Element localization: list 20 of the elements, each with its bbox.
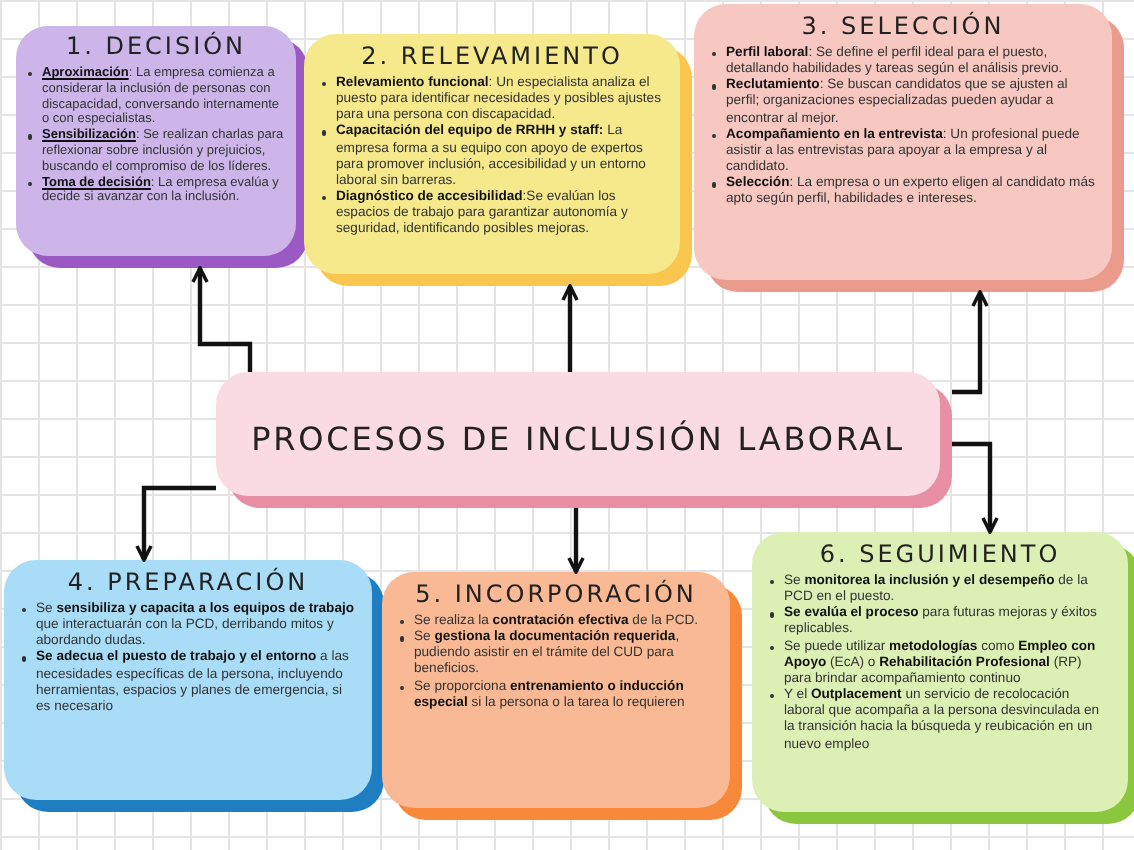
heading: 5. INCORPORACIÓN — [413, 580, 699, 608]
arrow — [952, 441, 999, 534]
step-card — [4, 560, 372, 800]
arrow — [561, 284, 579, 372]
arrow — [567, 508, 585, 574]
arrow — [191, 266, 253, 372]
step-card — [382, 572, 730, 808]
step-card — [694, 4, 1112, 280]
heading: 3. SELECCIÓN — [799, 12, 1007, 40]
step-card — [304, 34, 680, 274]
heading: 6. SEGUIMIENTO — [817, 540, 1063, 568]
arrow — [135, 485, 216, 562]
heading: 2. RELEVAMIENTO — [359, 42, 625, 70]
arrow — [952, 290, 989, 395]
step-card — [752, 532, 1128, 812]
heading: 1. DECISIÓN — [63, 32, 249, 60]
heading: PROCESOS DE INCLUSIÓN LABORAL — [249, 418, 907, 462]
step-card — [16, 26, 296, 256]
title-box — [216, 372, 940, 496]
heading: 4. PREPARACIÓN — [65, 568, 311, 596]
